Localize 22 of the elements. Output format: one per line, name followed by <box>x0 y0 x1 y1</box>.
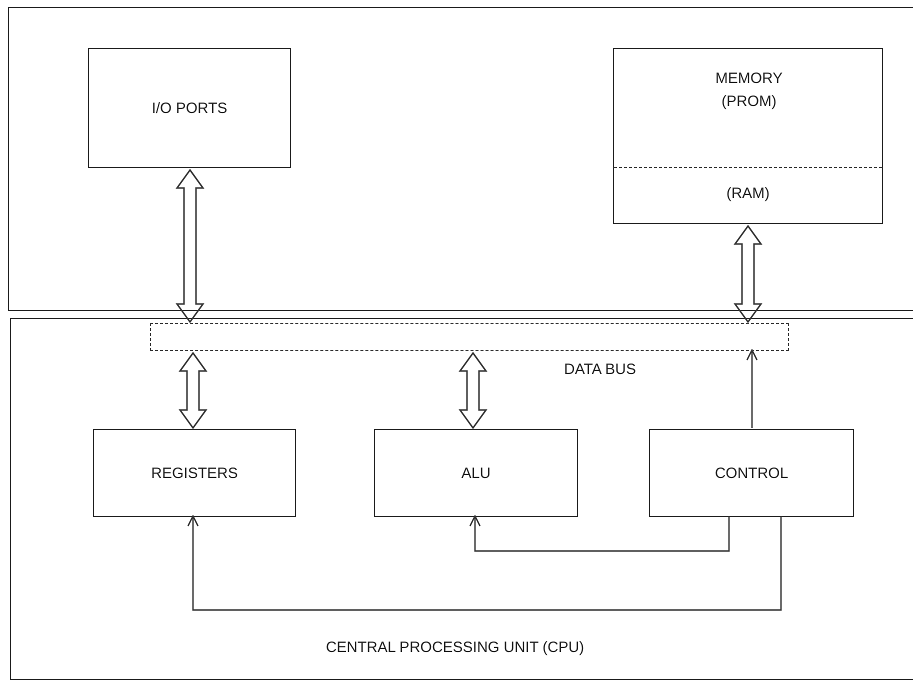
component-box <box>649 429 854 517</box>
system-box <box>8 7 913 311</box>
box-label: I/O PORTS <box>150 100 228 117</box>
box-label: (RAM) <box>725 184 771 204</box>
double-arrow <box>178 352 208 430</box>
bus-label: DATA BUS <box>564 361 636 378</box>
arrow <box>746 349 758 428</box>
double-arrow <box>176 168 204 324</box>
arrow <box>469 515 730 552</box>
component-box <box>88 48 291 168</box>
cpu-label: CENTRAL PROCESSING UNIT (CPU) <box>324 639 586 656</box>
cpu-box <box>10 318 913 680</box>
arrow <box>187 515 782 611</box>
box-label: ALU <box>460 465 492 482</box>
box-label: CONTROL <box>714 465 790 482</box>
double-arrow <box>458 352 488 430</box>
memory-box <box>613 48 883 224</box>
component-box <box>374 429 578 517</box>
component-box <box>93 429 296 517</box>
box-label: MEMORY (PROM) <box>714 69 784 112</box>
box-label: REGISTERS <box>150 465 239 482</box>
double-arrow <box>734 224 762 324</box>
